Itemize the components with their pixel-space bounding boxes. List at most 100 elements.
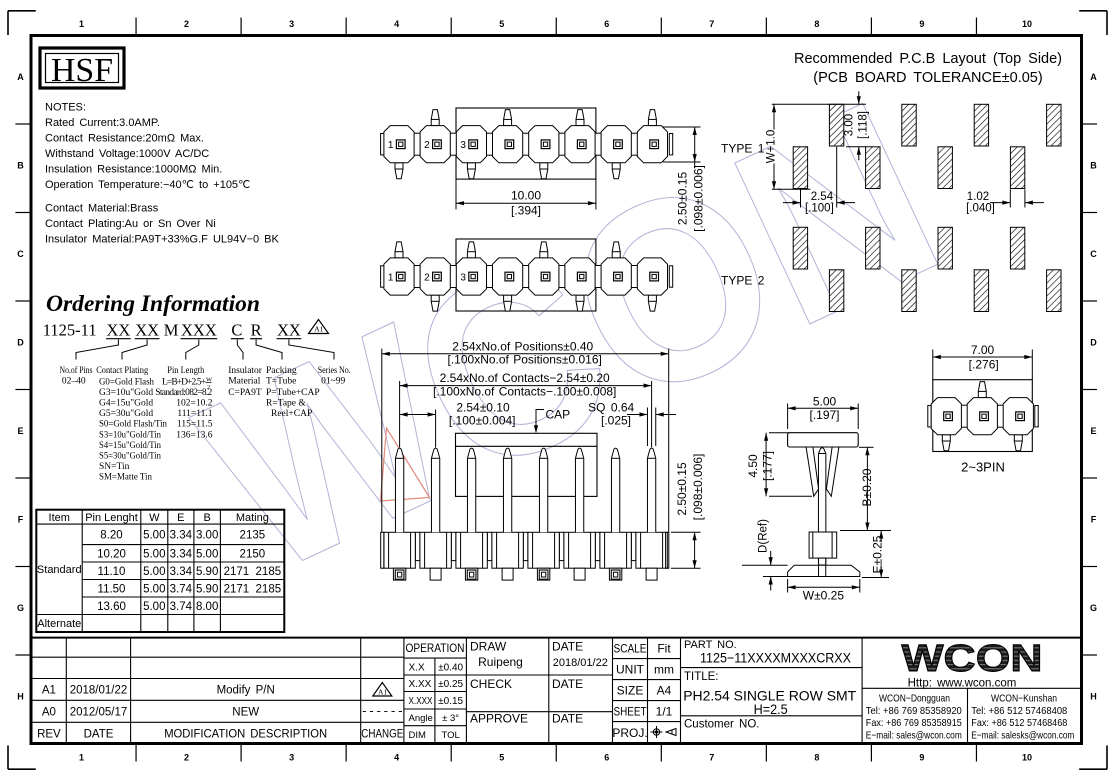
svg-text:10: 10: [1022, 753, 1032, 763]
svg-text:4: 4: [394, 19, 399, 29]
svg-text:2.50±0.15: 2.50±0.15: [675, 172, 689, 226]
svg-text:MODIFICATION DESCRIPTION: MODIFICATION DESCRIPTION: [164, 728, 327, 740]
svg-text:5.00: 5.00: [196, 548, 218, 560]
svg-text:A1: A1: [42, 685, 56, 697]
svg-text:[.100xNo.of Positions±0.016]: [.100xNo.of Positions±0.016]: [448, 353, 602, 367]
svg-text:G: G: [17, 603, 24, 613]
svg-text:Insulation Resistance:1000MΩ M: Insulation Resistance:1000MΩ Min.: [45, 163, 222, 175]
svg-text:3: 3: [289, 753, 294, 763]
svg-text:E−mail: salesks@wcon.com: E−mail: salesks@wcon.com: [971, 729, 1074, 741]
svg-text:5.00: 5.00: [143, 601, 165, 613]
svg-text:11.10: 11.10: [98, 566, 126, 578]
svg-text:G0=Gold Flash: G0=Gold Flash: [99, 377, 154, 387]
svg-text:E: E: [17, 426, 23, 436]
svg-text:Material: Material: [228, 377, 261, 387]
svg-text:Withstand Voltage:1000V AC/DC: Withstand Voltage:1000V AC/DC: [45, 148, 209, 160]
svg-text:3.00: 3.00: [844, 114, 856, 136]
svg-text:Insulator Material:PA9T+33%G.F: Insulator Material:PA9T+33%G.F UL94V−0 B…: [45, 234, 280, 246]
svg-text:G5=30u"Gold: G5=30u"Gold: [99, 409, 153, 419]
svg-text:3.34: 3.34: [170, 566, 193, 578]
svg-text:(PCB BOARD TOLERANCE±0.05): (PCB BOARD TOLERANCE±0.05): [813, 70, 1042, 86]
svg-text:E±0.25: E±0.25: [871, 535, 885, 573]
svg-text:PROJ.: PROJ.: [612, 726, 647, 740]
svg-text:Angle: Angle: [409, 713, 433, 724]
svg-text:2018/01/22: 2018/01/22: [553, 657, 608, 669]
svg-text:2.54xNo.of Contacts−2.54±0.20: 2.54xNo.of Contacts−2.54±0.20: [440, 371, 610, 385]
svg-text:3: 3: [460, 140, 466, 151]
svg-text:3.74: 3.74: [170, 583, 193, 595]
svg-text:Fax: +86 512 57468468: Fax: +86 512 57468468: [971, 717, 1067, 729]
svg-text:XX: XX: [135, 320, 159, 339]
svg-text:136=13.6: 136=13.6: [176, 430, 212, 440]
svg-text:WCON−Dongguan: WCON−Dongguan: [879, 692, 950, 704]
svg-text:S4=15u"Gold/Tin: S4=15u"Gold/Tin: [99, 441, 161, 451]
svg-text:CHECK: CHECK: [470, 677, 512, 691]
svg-text:Series No.: Series No.: [318, 366, 351, 376]
svg-text:C: C: [231, 320, 242, 339]
svg-text:DATE: DATE: [552, 712, 583, 726]
svg-text:Packing: Packing: [266, 366, 297, 376]
svg-text:H: H: [17, 691, 24, 701]
svg-text:TITLE:: TITLE:: [684, 671, 719, 683]
svg-text:Contact Material:Brass: Contact Material:Brass: [45, 203, 159, 215]
svg-text:REV: REV: [37, 728, 61, 740]
svg-text:TYPE 1: TYPE 1: [721, 142, 765, 156]
svg-text:3.34: 3.34: [170, 548, 193, 560]
svg-text:1125−11XXXXMXXXCRXX: 1125−11XXXXMXXXCRXX: [700, 650, 851, 665]
svg-text:Modify P/N: Modify P/N: [217, 685, 275, 697]
svg-text:8.00: 8.00: [196, 601, 218, 613]
svg-text:2~3PIN: 2~3PIN: [961, 460, 1005, 475]
svg-text:Ruipeng: Ruipeng: [478, 655, 523, 669]
svg-text:10.00: 10.00: [511, 189, 541, 203]
svg-text:Rated Current:3.0AMP.: Rated Current:3.0AMP.: [45, 117, 160, 129]
svg-text:2.50±0.15: 2.50±0.15: [675, 462, 689, 516]
svg-text:Contact Resistance:20mΩ Max.: Contact Resistance:20mΩ Max.: [45, 132, 204, 144]
svg-text:3: 3: [460, 272, 466, 283]
svg-text:F: F: [18, 514, 24, 524]
svg-text:3: 3: [289, 19, 294, 29]
svg-text:SHEET: SHEET: [614, 704, 648, 718]
svg-text:2: 2: [424, 272, 430, 283]
svg-text:------: ------: [361, 704, 404, 718]
svg-text:R: R: [251, 320, 262, 339]
svg-text:CHANGE: CHANGE: [361, 728, 403, 740]
svg-text:Operation Temperature:−40℃ to: Operation Temperature:−40℃ to +105℃: [45, 179, 250, 191]
svg-text:Customer NO.: Customer NO.: [684, 719, 760, 731]
svg-text:[.177]: [.177]: [760, 451, 774, 481]
svg-text:H: H: [1090, 691, 1097, 701]
svg-text:M: M: [164, 320, 179, 339]
svg-text:Reel+CAP: Reel+CAP: [271, 409, 312, 419]
svg-text:1: 1: [79, 753, 84, 763]
svg-text:Recommended P.C.B Layout (Top: Recommended P.C.B Layout (Top Side): [794, 51, 1062, 67]
svg-text:E−mail: sales@wcon.com: E−mail: sales@wcon.com: [866, 729, 962, 741]
svg-text:5: 5: [499, 19, 504, 29]
svg-text:C=PA9T: C=PA9T: [228, 388, 262, 398]
svg-text:Tel: +86 769 85358920: Tel: +86 769 85358920: [866, 705, 962, 717]
svg-text:[.276]: [.276]: [969, 357, 999, 371]
svg-text:7: 7: [709, 753, 714, 763]
svg-text:R=Tape &: R=Tape &: [266, 399, 306, 409]
svg-text:[.040]: [.040]: [966, 202, 995, 214]
svg-text:± 3°: ± 3°: [442, 713, 459, 724]
svg-text:SIZE: SIZE: [617, 683, 644, 697]
svg-text:2: 2: [184, 19, 189, 29]
svg-text:H=2.5: H=2.5: [754, 701, 788, 717]
svg-text:DRAW: DRAW: [470, 640, 507, 654]
svg-text:Alternate: Alternate: [37, 618, 81, 630]
svg-text:5.90: 5.90: [196, 583, 218, 595]
svg-text:[.394]: [.394]: [511, 204, 541, 218]
svg-text:2012/05/17: 2012/05/17: [70, 706, 128, 718]
svg-text:D: D: [1090, 337, 1097, 347]
svg-text:A1: A1: [314, 325, 323, 334]
svg-text:SCALE: SCALE: [614, 641, 647, 655]
svg-text:SQ 0.64: SQ 0.64: [588, 400, 634, 414]
svg-text:5.90: 5.90: [196, 566, 218, 578]
svg-text:10: 10: [1022, 19, 1032, 29]
svg-text:Tel: +86 512 57468408: Tel: +86 512 57468408: [971, 705, 1067, 717]
svg-text:B: B: [17, 160, 24, 170]
svg-text:1125-11: 1125-11: [43, 320, 97, 339]
svg-text:6: 6: [604, 753, 609, 763]
svg-text:Item: Item: [49, 512, 70, 524]
svg-text:Http: www.wcon.com: Http: www.wcon.com: [908, 678, 1017, 690]
svg-text:D: D: [17, 337, 24, 347]
